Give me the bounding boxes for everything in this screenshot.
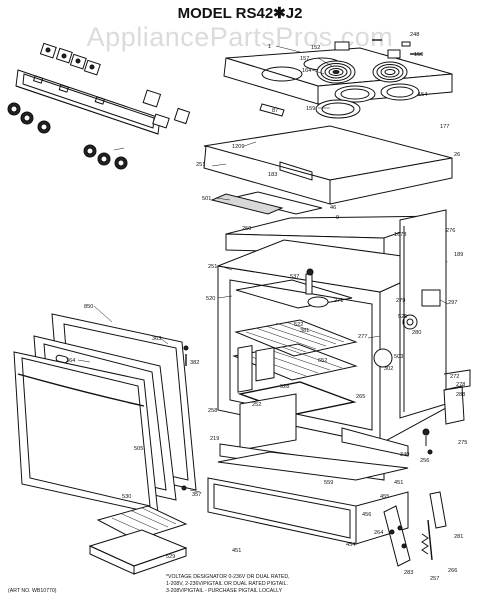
part-label: 164 (302, 68, 311, 74)
control-panel-group (7, 42, 191, 170)
leader-lines (77, 45, 449, 363)
part-label: 528 (280, 384, 289, 390)
part-label: 283 (404, 570, 413, 576)
part-label: 248 (410, 32, 419, 38)
door-hinge (383, 505, 411, 567)
control-panel-backguard (15, 69, 161, 135)
part-label: 850 (84, 304, 93, 310)
part-label: 46 (330, 205, 336, 211)
part-label: 505 (134, 446, 143, 452)
part-label: 26 (454, 152, 460, 158)
oven-door-group (13, 313, 201, 515)
part-label: 251 (208, 264, 217, 270)
part-label: 277 (358, 334, 367, 340)
part-label: 357 (192, 492, 201, 498)
part-label: 451 (394, 480, 403, 486)
part-label: 219 (210, 436, 219, 442)
part-label: 530 (122, 494, 131, 500)
part-label: 9 (336, 215, 339, 221)
part-label: 278 (456, 382, 465, 388)
part-label: 363 (152, 336, 161, 342)
part-label: 264 (374, 530, 383, 536)
voltage-note: 1-208V, 2-236V/PIGTAIL OR DUAL RATED PIG… (166, 581, 288, 587)
part-label: 364 (66, 358, 75, 364)
part-label: 183 (268, 172, 277, 178)
surface-element-right (372, 61, 408, 83)
part-labels: 1 152 157 164 159 248 150 154 87 177 120… (66, 32, 467, 582)
part-label: 152 (311, 45, 320, 51)
part-label: 251 (196, 162, 205, 168)
part-label: 279 (396, 298, 405, 304)
voltage-note: 3-208V/PIGTAIL - PURCHASE PIGTAIL LOCALL… (166, 588, 283, 594)
part-label: 177 (440, 124, 449, 130)
part-label: 272 (450, 374, 459, 380)
part-label: 252 (252, 402, 261, 408)
part-label: 455 (380, 494, 389, 500)
part-label: 451 (232, 548, 241, 554)
part-label: 1209 (232, 144, 244, 150)
part-label: 150 (414, 52, 423, 58)
part-label: 503 (394, 354, 403, 360)
part-label: 281 (454, 534, 463, 540)
part-label: 381 (300, 328, 309, 334)
broiler-pan-group (88, 505, 188, 575)
part-label: 520 (206, 296, 215, 302)
part-label: 256 (420, 458, 429, 464)
hinge-group (383, 369, 471, 567)
part-label: 302 (384, 366, 393, 372)
part-label: 265 (356, 394, 365, 400)
part-label: 159 (306, 106, 315, 112)
part-label: 157 (300, 56, 309, 62)
part-label: 1 (268, 44, 271, 50)
part-label: 456 (362, 512, 371, 518)
part-label: 529 (166, 554, 175, 560)
part-label: 257 (430, 576, 439, 582)
part-label: 87 (272, 108, 278, 114)
part-label: 1673 (394, 232, 406, 238)
part-label: 275 (458, 440, 467, 446)
cooktop-group (223, 39, 453, 119)
range-body-group (203, 125, 453, 545)
voltage-note: *VOLTAGE DESIGNATOR 0-236V OR DUAL RATED… (166, 574, 290, 580)
part-label: 454 (346, 542, 355, 548)
surface-element-left (316, 60, 356, 84)
part-label: 652 (318, 358, 327, 364)
part-label: 258 (208, 408, 217, 414)
art-number: (ART NO. WB10770) (8, 588, 57, 594)
part-label: 266 (448, 568, 457, 574)
part-label: 382 (190, 360, 199, 366)
terminal-block (421, 289, 441, 307)
part-label: 340 (400, 452, 409, 458)
part-label: 276 (446, 228, 455, 234)
part-label: 288 (456, 392, 465, 398)
part-label: 189 (454, 252, 463, 258)
part-label: 522 (294, 322, 303, 328)
part-label: 154 (418, 92, 427, 98)
part-label: 559 (324, 480, 333, 486)
part-label: 271 (334, 298, 343, 304)
part-label: 297 (448, 300, 457, 306)
model-title: MODEL RS42✱J2 (178, 5, 303, 22)
part-label: 525 (398, 314, 407, 320)
part-label: 501 (202, 196, 211, 202)
part-label: 280 (412, 330, 421, 336)
voltage-notes: *VOLTAGE DESIGNATOR 0-236V OR DUAL RATED… (166, 574, 290, 594)
part-label: 537 (290, 274, 299, 280)
part-label: 250 (242, 226, 251, 232)
